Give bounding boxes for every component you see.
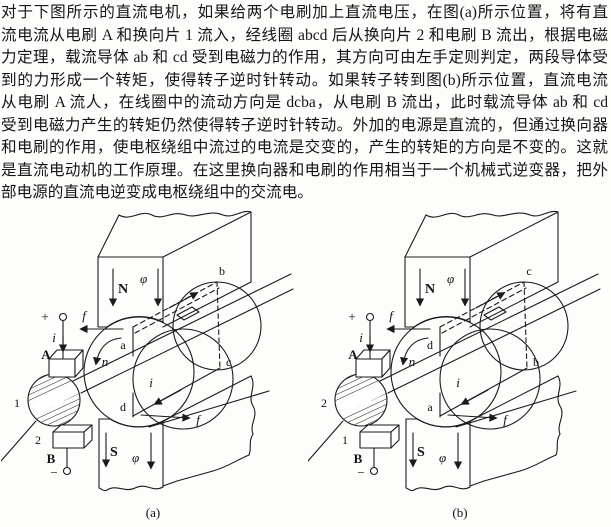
paragraph-line: 是直流电动机的工作原理。在这里换向器和电刷的作用相当于一个机械式逆变器，把外 bbox=[1, 161, 608, 179]
brush-a-label: A bbox=[348, 347, 358, 362]
paragraph-line: 对于下图所示的直流电机，如果给两个电刷加上直流电压，在图(a)所示位置，将有直 bbox=[1, 4, 608, 21]
current-mid-label: i bbox=[456, 375, 460, 390]
figure-caption: (b) bbox=[452, 505, 467, 520]
paragraph-line: 和电刷的作用，使电枢绕组中流过的电流是交变的，产生的转矩的方向是不变的。这就 bbox=[1, 139, 608, 156]
flux-bottom-label: φ bbox=[439, 450, 446, 465]
coil-front-top-label: d bbox=[427, 338, 433, 352]
force-bottom-label: f bbox=[196, 412, 202, 427]
current-in-label: i bbox=[359, 330, 363, 345]
brush-a-label: A bbox=[41, 347, 51, 362]
motor-diagram-a: + f i A n a d i f b c N φ S φ 1 2 B − (a… bbox=[1, 209, 301, 520]
pole-s-label: S bbox=[417, 445, 425, 460]
force-top-label: f bbox=[82, 308, 88, 323]
paragraph-line: 受到电磁力产生的转矩仍然使得转子逆时针转动。外加的电源是直流的，但通过换向器 bbox=[1, 116, 608, 134]
force-bottom-label: f bbox=[503, 412, 509, 427]
paragraph-line: 部电源的直流电逆变成电枢绕组中的交流电。 bbox=[1, 184, 313, 201]
pole-n-label: N bbox=[118, 282, 128, 297]
segment-upper-label: 2 bbox=[321, 396, 327, 410]
paragraph-line: 流电流从电刷 A 和换向片 1 流入，经线圈 abcd 后从换向片 2 和电刷 … bbox=[1, 26, 608, 44]
flux-bottom-label: φ bbox=[132, 450, 139, 465]
figure-caption: (a) bbox=[146, 505, 160, 520]
current-mid-label: i bbox=[149, 375, 153, 390]
pole-s-label: S bbox=[110, 445, 118, 460]
segment-lower-label: 1 bbox=[342, 433, 348, 447]
segment-lower-label: 2 bbox=[35, 433, 41, 447]
paragraph-line: 力定理，载流导体 ab 和 cd 受到电磁力的作用，其方向可由左手定则判定，两段… bbox=[1, 49, 608, 66]
segment-upper-label: 1 bbox=[14, 396, 20, 410]
brush-b-label: B bbox=[47, 451, 56, 466]
paragraph-line: 从电刷 A 流人，在线圈中的流动方向是 dcba，从电刷 B 流出，此时载流导体… bbox=[1, 94, 608, 111]
paragraph-line: 到的力形成一个转矩，使得转子逆时针转动。如果转子转到图(b)所示位置，直流电流 bbox=[1, 71, 608, 89]
pole-n-label: N bbox=[425, 282, 435, 297]
minus-terminal-label: − bbox=[50, 465, 57, 480]
plus-terminal-label: + bbox=[41, 309, 48, 324]
coil-back-top-label: b bbox=[219, 264, 225, 278]
speed-label: n bbox=[409, 354, 416, 369]
coil-front-bottom-label: a bbox=[427, 400, 433, 414]
speed-label: n bbox=[102, 354, 109, 369]
figure-row: + f i A n a d i f b c N φ S φ 1 2 B − (a… bbox=[0, 209, 611, 524]
current-in-label: i bbox=[52, 330, 56, 345]
coil-front-bottom-label: d bbox=[120, 400, 126, 414]
brush-b-label: B bbox=[354, 451, 363, 466]
flux-top-label: φ bbox=[140, 271, 147, 286]
coil-back-bottom-label: c bbox=[226, 355, 231, 369]
coil-back-bottom-label: b bbox=[533, 355, 539, 369]
paragraph: 对于下图所示的直流电机，如果给两个电刷加上直流电压，在图(a)所示位置，将有直 … bbox=[0, 0, 611, 205]
force-top-label: f bbox=[389, 308, 395, 323]
flux-top-label: φ bbox=[447, 271, 454, 286]
minus-terminal-label: − bbox=[357, 465, 364, 480]
plus-terminal-label: + bbox=[348, 309, 355, 324]
motor-diagram-b: + f i A n d a i f c b N φ S φ 2 1 B − (b… bbox=[308, 209, 608, 520]
coil-back-top-label: c bbox=[526, 264, 531, 278]
coil-front-top-label: a bbox=[120, 338, 126, 352]
